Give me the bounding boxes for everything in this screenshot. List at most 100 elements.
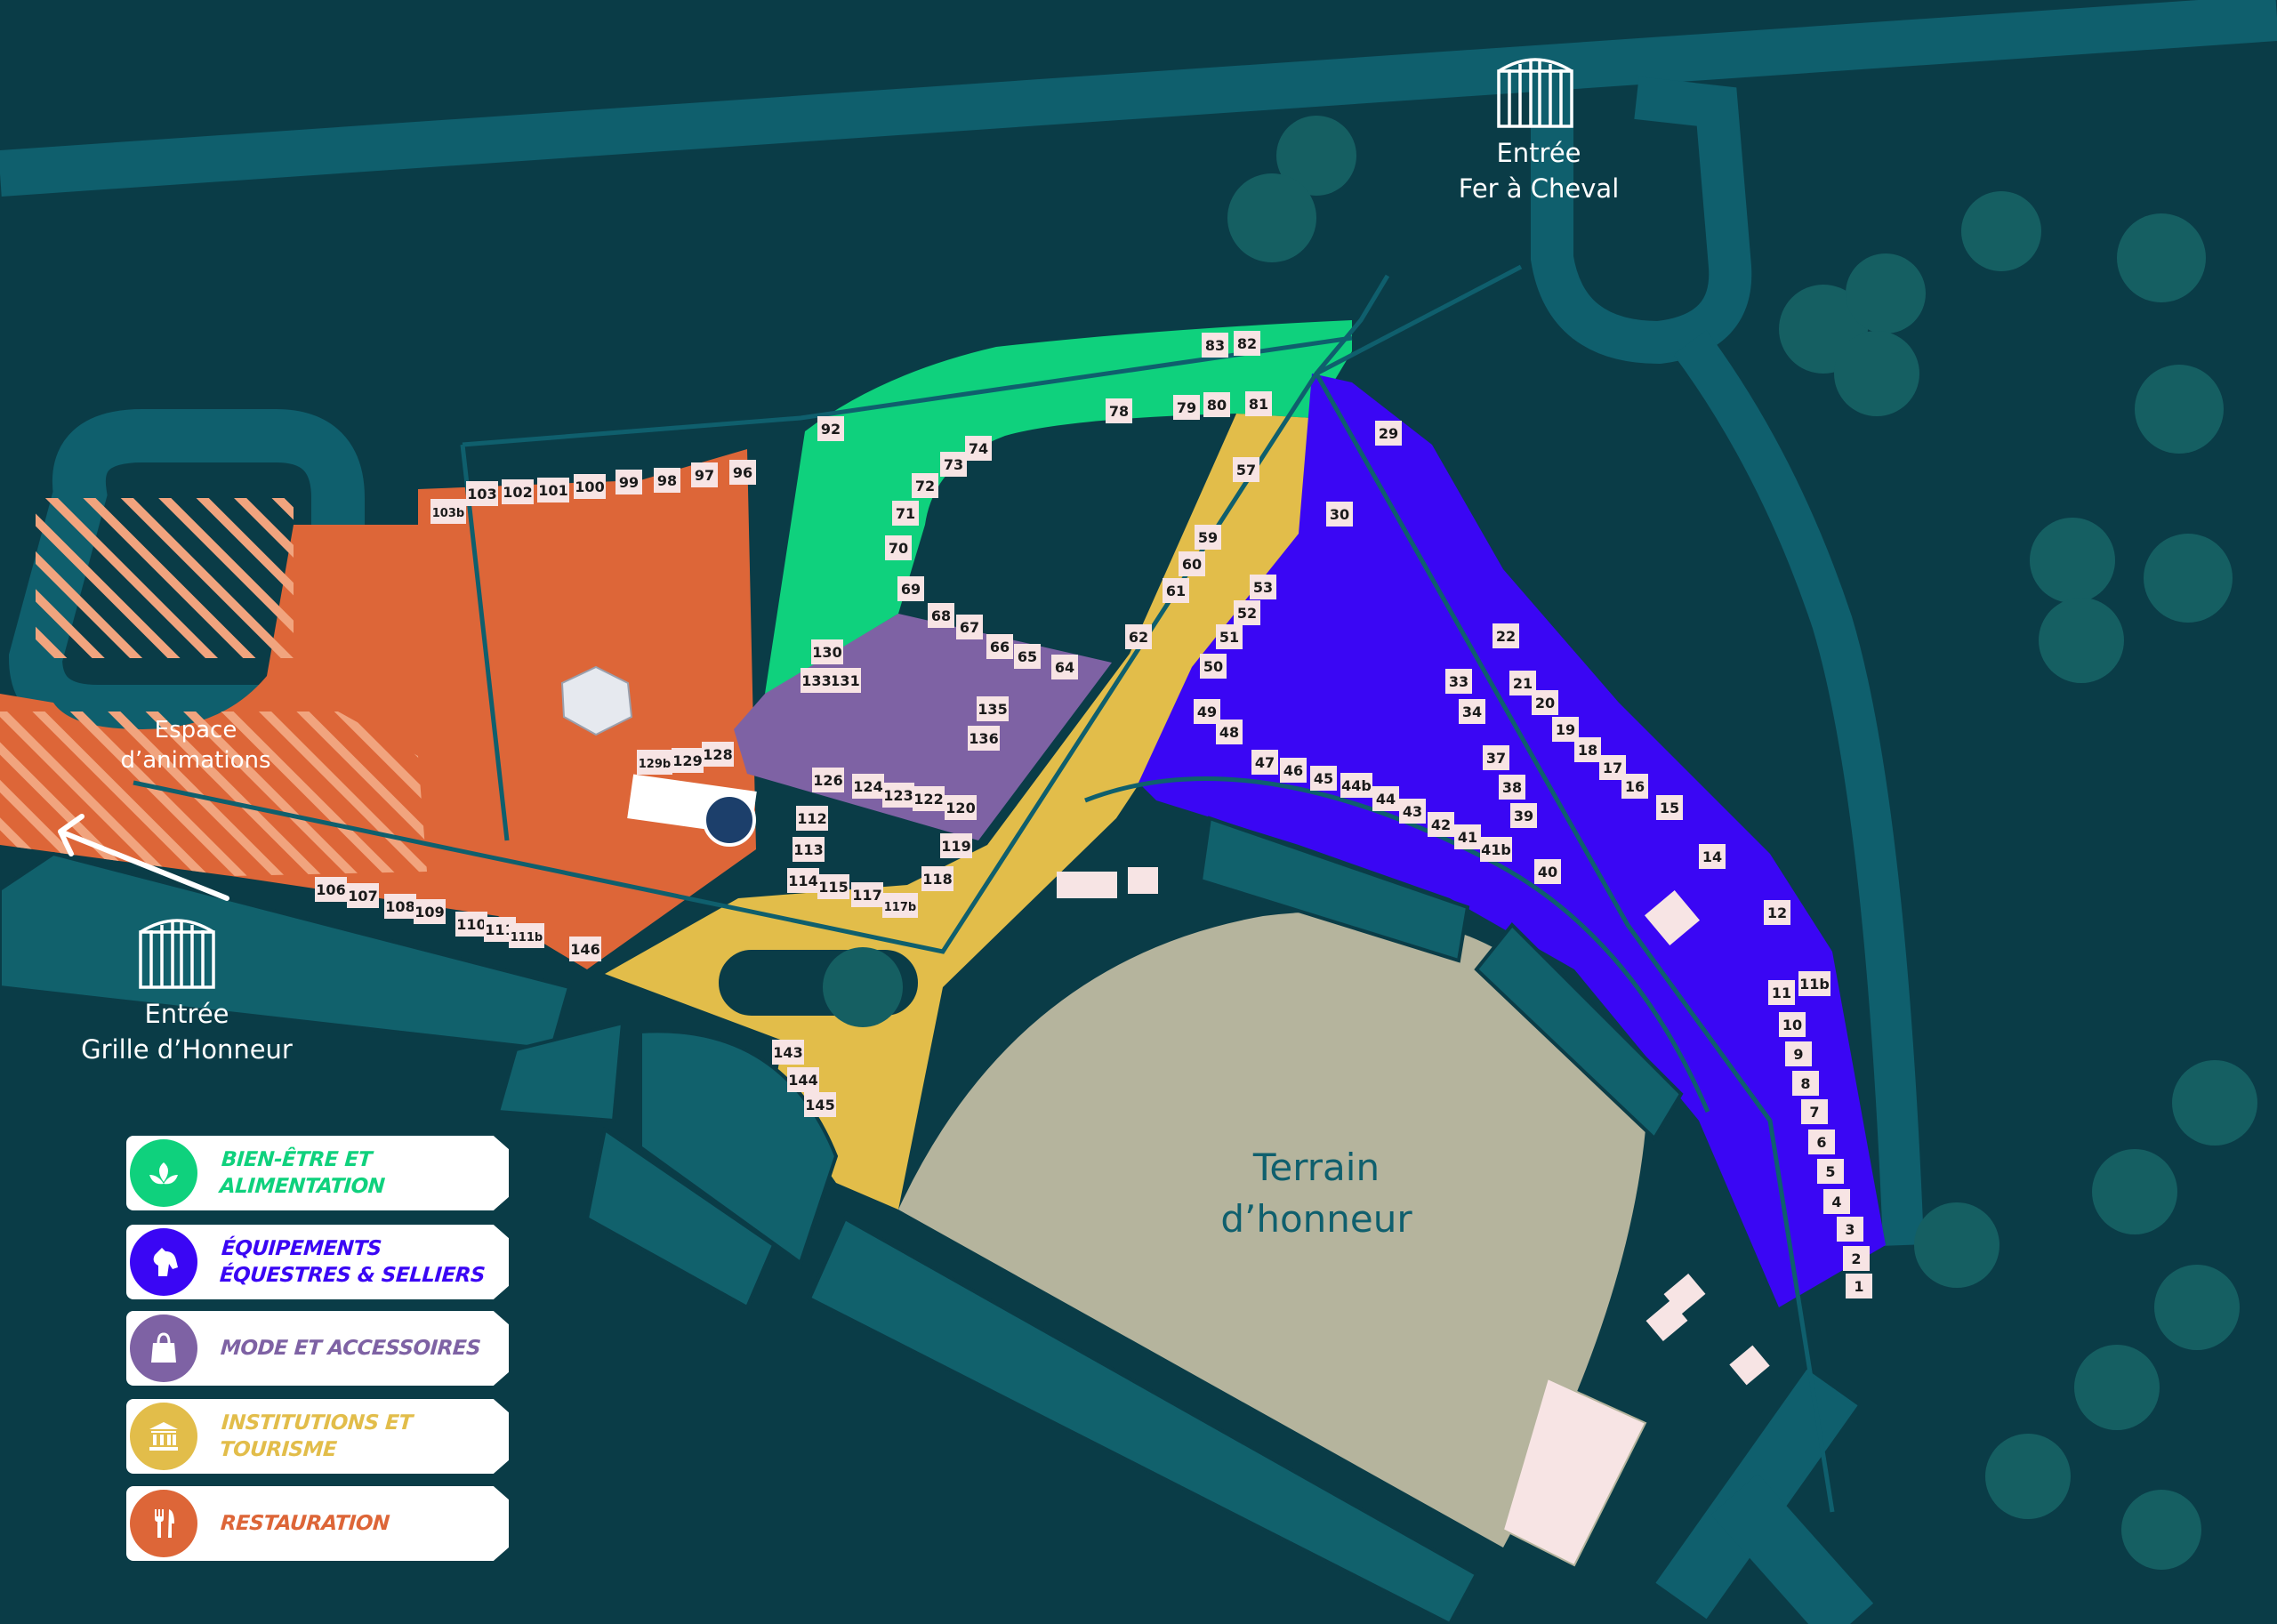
stand-43[interactable]: 43 bbox=[1399, 799, 1426, 824]
stand-30[interactable]: 30 bbox=[1326, 502, 1353, 527]
stand-51[interactable]: 51 bbox=[1216, 624, 1243, 649]
stand-39[interactable]: 39 bbox=[1510, 803, 1537, 828]
stand-45[interactable]: 45 bbox=[1310, 766, 1337, 791]
stand-53[interactable]: 53 bbox=[1250, 575, 1276, 599]
stand-5[interactable]: 5 bbox=[1817, 1159, 1844, 1184]
stand-62[interactable]: 62 bbox=[1125, 624, 1152, 649]
stand-108[interactable]: 108 bbox=[384, 894, 416, 919]
stand-6[interactable]: 6 bbox=[1808, 1130, 1835, 1154]
stand-11b[interactable]: 11b bbox=[1798, 971, 1830, 996]
stand-143[interactable]: 143 bbox=[772, 1040, 804, 1065]
stand-146[interactable]: 146 bbox=[569, 937, 601, 961]
stand-92[interactable]: 92 bbox=[817, 416, 844, 441]
stand-72[interactable]: 72 bbox=[912, 473, 938, 498]
stand-99[interactable]: 99 bbox=[616, 470, 642, 494]
stand-97[interactable]: 97 bbox=[691, 462, 718, 487]
stand-122[interactable]: 122 bbox=[913, 786, 945, 811]
stand-65[interactable]: 65 bbox=[1014, 644, 1041, 669]
stand-41b[interactable]: 41b bbox=[1480, 837, 1512, 862]
stand-113[interactable]: 113 bbox=[793, 837, 825, 862]
stand-115[interactable]: 115 bbox=[817, 874, 849, 899]
stand-100[interactable]: 100 bbox=[574, 474, 606, 499]
stand-136[interactable]: 136 bbox=[968, 726, 1000, 751]
stand-69[interactable]: 69 bbox=[897, 576, 924, 601]
stand-18[interactable]: 18 bbox=[1574, 737, 1601, 762]
stand-101[interactable]: 101 bbox=[537, 478, 569, 502]
stand-110[interactable]: 110 bbox=[455, 912, 487, 937]
legend-item-bien-etre[interactable]: BIEN-ÊTRE ET ALIMENTATION bbox=[126, 1136, 509, 1210]
stand-10[interactable]: 10 bbox=[1779, 1012, 1806, 1037]
stand-47[interactable]: 47 bbox=[1251, 750, 1278, 775]
stand-37[interactable]: 37 bbox=[1483, 745, 1509, 770]
stand-46[interactable]: 46 bbox=[1280, 758, 1307, 783]
stand-80[interactable]: 80 bbox=[1203, 392, 1230, 417]
stand-68[interactable]: 68 bbox=[928, 603, 954, 628]
stand-64[interactable]: 64 bbox=[1051, 655, 1078, 679]
stand-102[interactable]: 102 bbox=[502, 479, 534, 504]
stand-123[interactable]: 123 bbox=[882, 783, 914, 808]
stand-70[interactable]: 70 bbox=[885, 535, 912, 560]
entrance-grille-honneur[interactable]: Entrée Grille d’Honneur bbox=[62, 996, 311, 1067]
stand-106[interactable]: 106 bbox=[315, 877, 347, 902]
stand-19[interactable]: 19 bbox=[1552, 717, 1579, 742]
legend-item-institutions[interactable]: INSTITUTIONS ET TOURISME bbox=[126, 1399, 509, 1474]
stand-44[interactable]: 44 bbox=[1372, 786, 1399, 811]
stand-41[interactable]: 41 bbox=[1454, 824, 1481, 849]
stand-126[interactable]: 126 bbox=[812, 768, 844, 792]
stand-111b[interactable]: 111b bbox=[509, 923, 544, 948]
stand-98[interactable]: 98 bbox=[654, 468, 680, 493]
stand-135[interactable]: 135 bbox=[977, 696, 1009, 721]
stand-50[interactable]: 50 bbox=[1200, 654, 1227, 679]
legend-item-equipements[interactable]: ÉQUIPEMENTS ÉQUESTRES & SELLIERS bbox=[126, 1225, 509, 1299]
stand-66[interactable]: 66 bbox=[986, 634, 1013, 659]
stand-144[interactable]: 144 bbox=[787, 1067, 819, 1092]
stand-67[interactable]: 67 bbox=[956, 615, 983, 639]
stand-145[interactable]: 145 bbox=[804, 1092, 836, 1117]
stand-52[interactable]: 52 bbox=[1234, 600, 1260, 625]
stand-120[interactable]: 120 bbox=[945, 795, 977, 820]
stand-103b[interactable]: 103b bbox=[430, 499, 466, 524]
stand-40[interactable]: 40 bbox=[1534, 859, 1561, 884]
stand-129b[interactable]: 129b bbox=[637, 750, 672, 775]
stand-96[interactable]: 96 bbox=[729, 460, 756, 485]
stand-83[interactable]: 83 bbox=[1202, 333, 1228, 358]
stand-57[interactable]: 57 bbox=[1233, 457, 1259, 482]
stand-9[interactable]: 9 bbox=[1785, 1041, 1812, 1066]
stand-15[interactable]: 15 bbox=[1656, 795, 1683, 820]
stand-3[interactable]: 3 bbox=[1837, 1217, 1863, 1242]
legend-item-mode[interactable]: MODE ET ACCESSOIRES bbox=[126, 1311, 509, 1386]
stand-12[interactable]: 12 bbox=[1764, 900, 1790, 925]
stand-34[interactable]: 34 bbox=[1459, 699, 1485, 724]
stand-114[interactable]: 114 bbox=[787, 868, 819, 893]
legend-item-restauration[interactable]: RESTAURATION bbox=[126, 1486, 509, 1561]
stand-8[interactable]: 8 bbox=[1792, 1071, 1819, 1096]
stand-49[interactable]: 49 bbox=[1194, 699, 1220, 724]
stand-59[interactable]: 59 bbox=[1195, 525, 1221, 550]
stand-118[interactable]: 118 bbox=[921, 866, 953, 891]
stand-17[interactable]: 17 bbox=[1599, 755, 1626, 780]
entrance-fer-a-cheval[interactable]: Entrée Fer à Cheval bbox=[1450, 135, 1628, 206]
stand-128[interactable]: 128 bbox=[702, 742, 734, 767]
stand-103[interactable]: 103 bbox=[466, 481, 498, 506]
stand-22[interactable]: 22 bbox=[1493, 623, 1519, 648]
stand-21[interactable]: 21 bbox=[1509, 671, 1536, 695]
stand-73[interactable]: 73 bbox=[940, 452, 967, 477]
stand-29[interactable]: 29 bbox=[1375, 421, 1402, 446]
stand-117[interactable]: 117 bbox=[851, 882, 883, 907]
stand-109[interactable]: 109 bbox=[414, 899, 446, 924]
stand-4[interactable]: 4 bbox=[1823, 1189, 1850, 1214]
stand-61[interactable]: 61 bbox=[1163, 578, 1189, 603]
stand-131[interactable]: 131 bbox=[829, 668, 861, 693]
stand-2[interactable]: 2 bbox=[1843, 1246, 1870, 1271]
stand-14[interactable]: 14 bbox=[1699, 844, 1726, 869]
stand-33[interactable]: 33 bbox=[1445, 669, 1472, 694]
stand-71[interactable]: 71 bbox=[892, 501, 919, 526]
stand-44b[interactable]: 44b bbox=[1340, 773, 1372, 798]
stand-79[interactable]: 79 bbox=[1173, 395, 1200, 420]
stand-74[interactable]: 74 bbox=[965, 436, 992, 461]
stand-81[interactable]: 81 bbox=[1245, 391, 1272, 416]
stand-1[interactable]: 1 bbox=[1846, 1274, 1872, 1298]
stand-107[interactable]: 107 bbox=[347, 883, 379, 908]
stand-42[interactable]: 42 bbox=[1428, 812, 1454, 837]
stand-130[interactable]: 130 bbox=[811, 639, 843, 664]
